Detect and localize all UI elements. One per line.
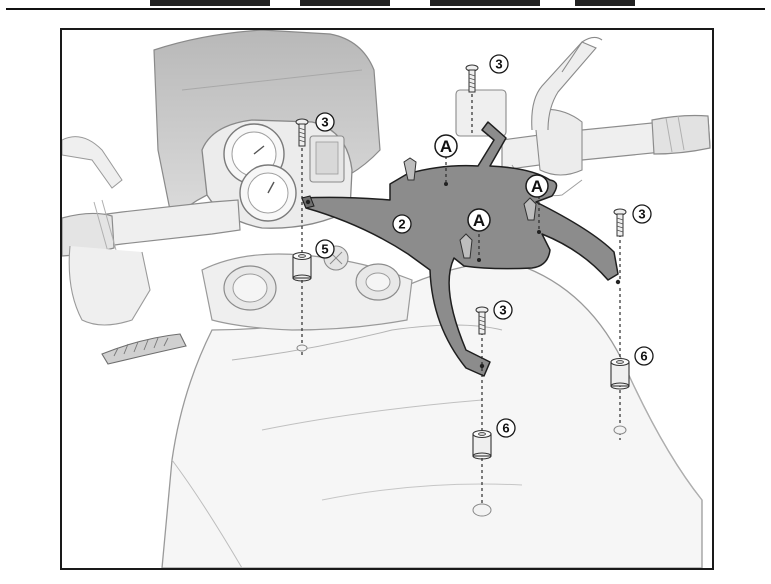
spacer-right-icon xyxy=(610,357,630,390)
callout-spacer-center: 6 xyxy=(496,418,516,438)
svg-text:6: 6 xyxy=(640,349,647,364)
mounting-holes xyxy=(296,344,627,517)
screw-right-icon xyxy=(613,208,627,237)
svg-text:2: 2 xyxy=(398,217,405,232)
screw-left-icon xyxy=(295,118,309,147)
callout-screw-left: 3 xyxy=(315,112,335,132)
callout-screw-top: 3 xyxy=(489,54,509,74)
svg-text:A: A xyxy=(440,137,452,156)
callout-spacer-right: 6 xyxy=(634,346,654,366)
fork-area xyxy=(201,245,413,331)
svg-text:3: 3 xyxy=(321,115,328,130)
spacer-left-icon xyxy=(292,251,312,282)
point-a-right: A xyxy=(525,174,549,198)
diagram-frame: 3 3 3 3 5 6 6 2 A A A xyxy=(60,28,714,570)
left-handlebar xyxy=(62,136,241,326)
point-a-center: A xyxy=(467,208,491,232)
svg-text:A: A xyxy=(473,211,485,230)
assembly-diagram: 3 3 3 3 5 6 6 2 A A A xyxy=(62,30,711,568)
svg-text:3: 3 xyxy=(495,57,502,72)
svg-text:A: A xyxy=(531,177,543,196)
screw-center-icon xyxy=(475,306,489,335)
turn-signal xyxy=(101,333,187,365)
svg-text:3: 3 xyxy=(638,207,645,222)
svg-text:5: 5 xyxy=(321,242,328,257)
right-handlebar xyxy=(455,36,711,197)
callout-spacer-left: 5 xyxy=(315,239,335,259)
callout-bracket: 2 xyxy=(392,214,412,234)
svg-text:6: 6 xyxy=(502,421,509,436)
header-rule xyxy=(0,0,771,14)
svg-text:3: 3 xyxy=(499,303,506,318)
spacer-center-icon xyxy=(472,429,492,460)
callout-screw-right: 3 xyxy=(632,204,652,224)
screw-top-icon xyxy=(465,64,479,93)
point-a-top-left: A xyxy=(434,134,458,158)
callout-screw-center: 3 xyxy=(493,300,513,320)
